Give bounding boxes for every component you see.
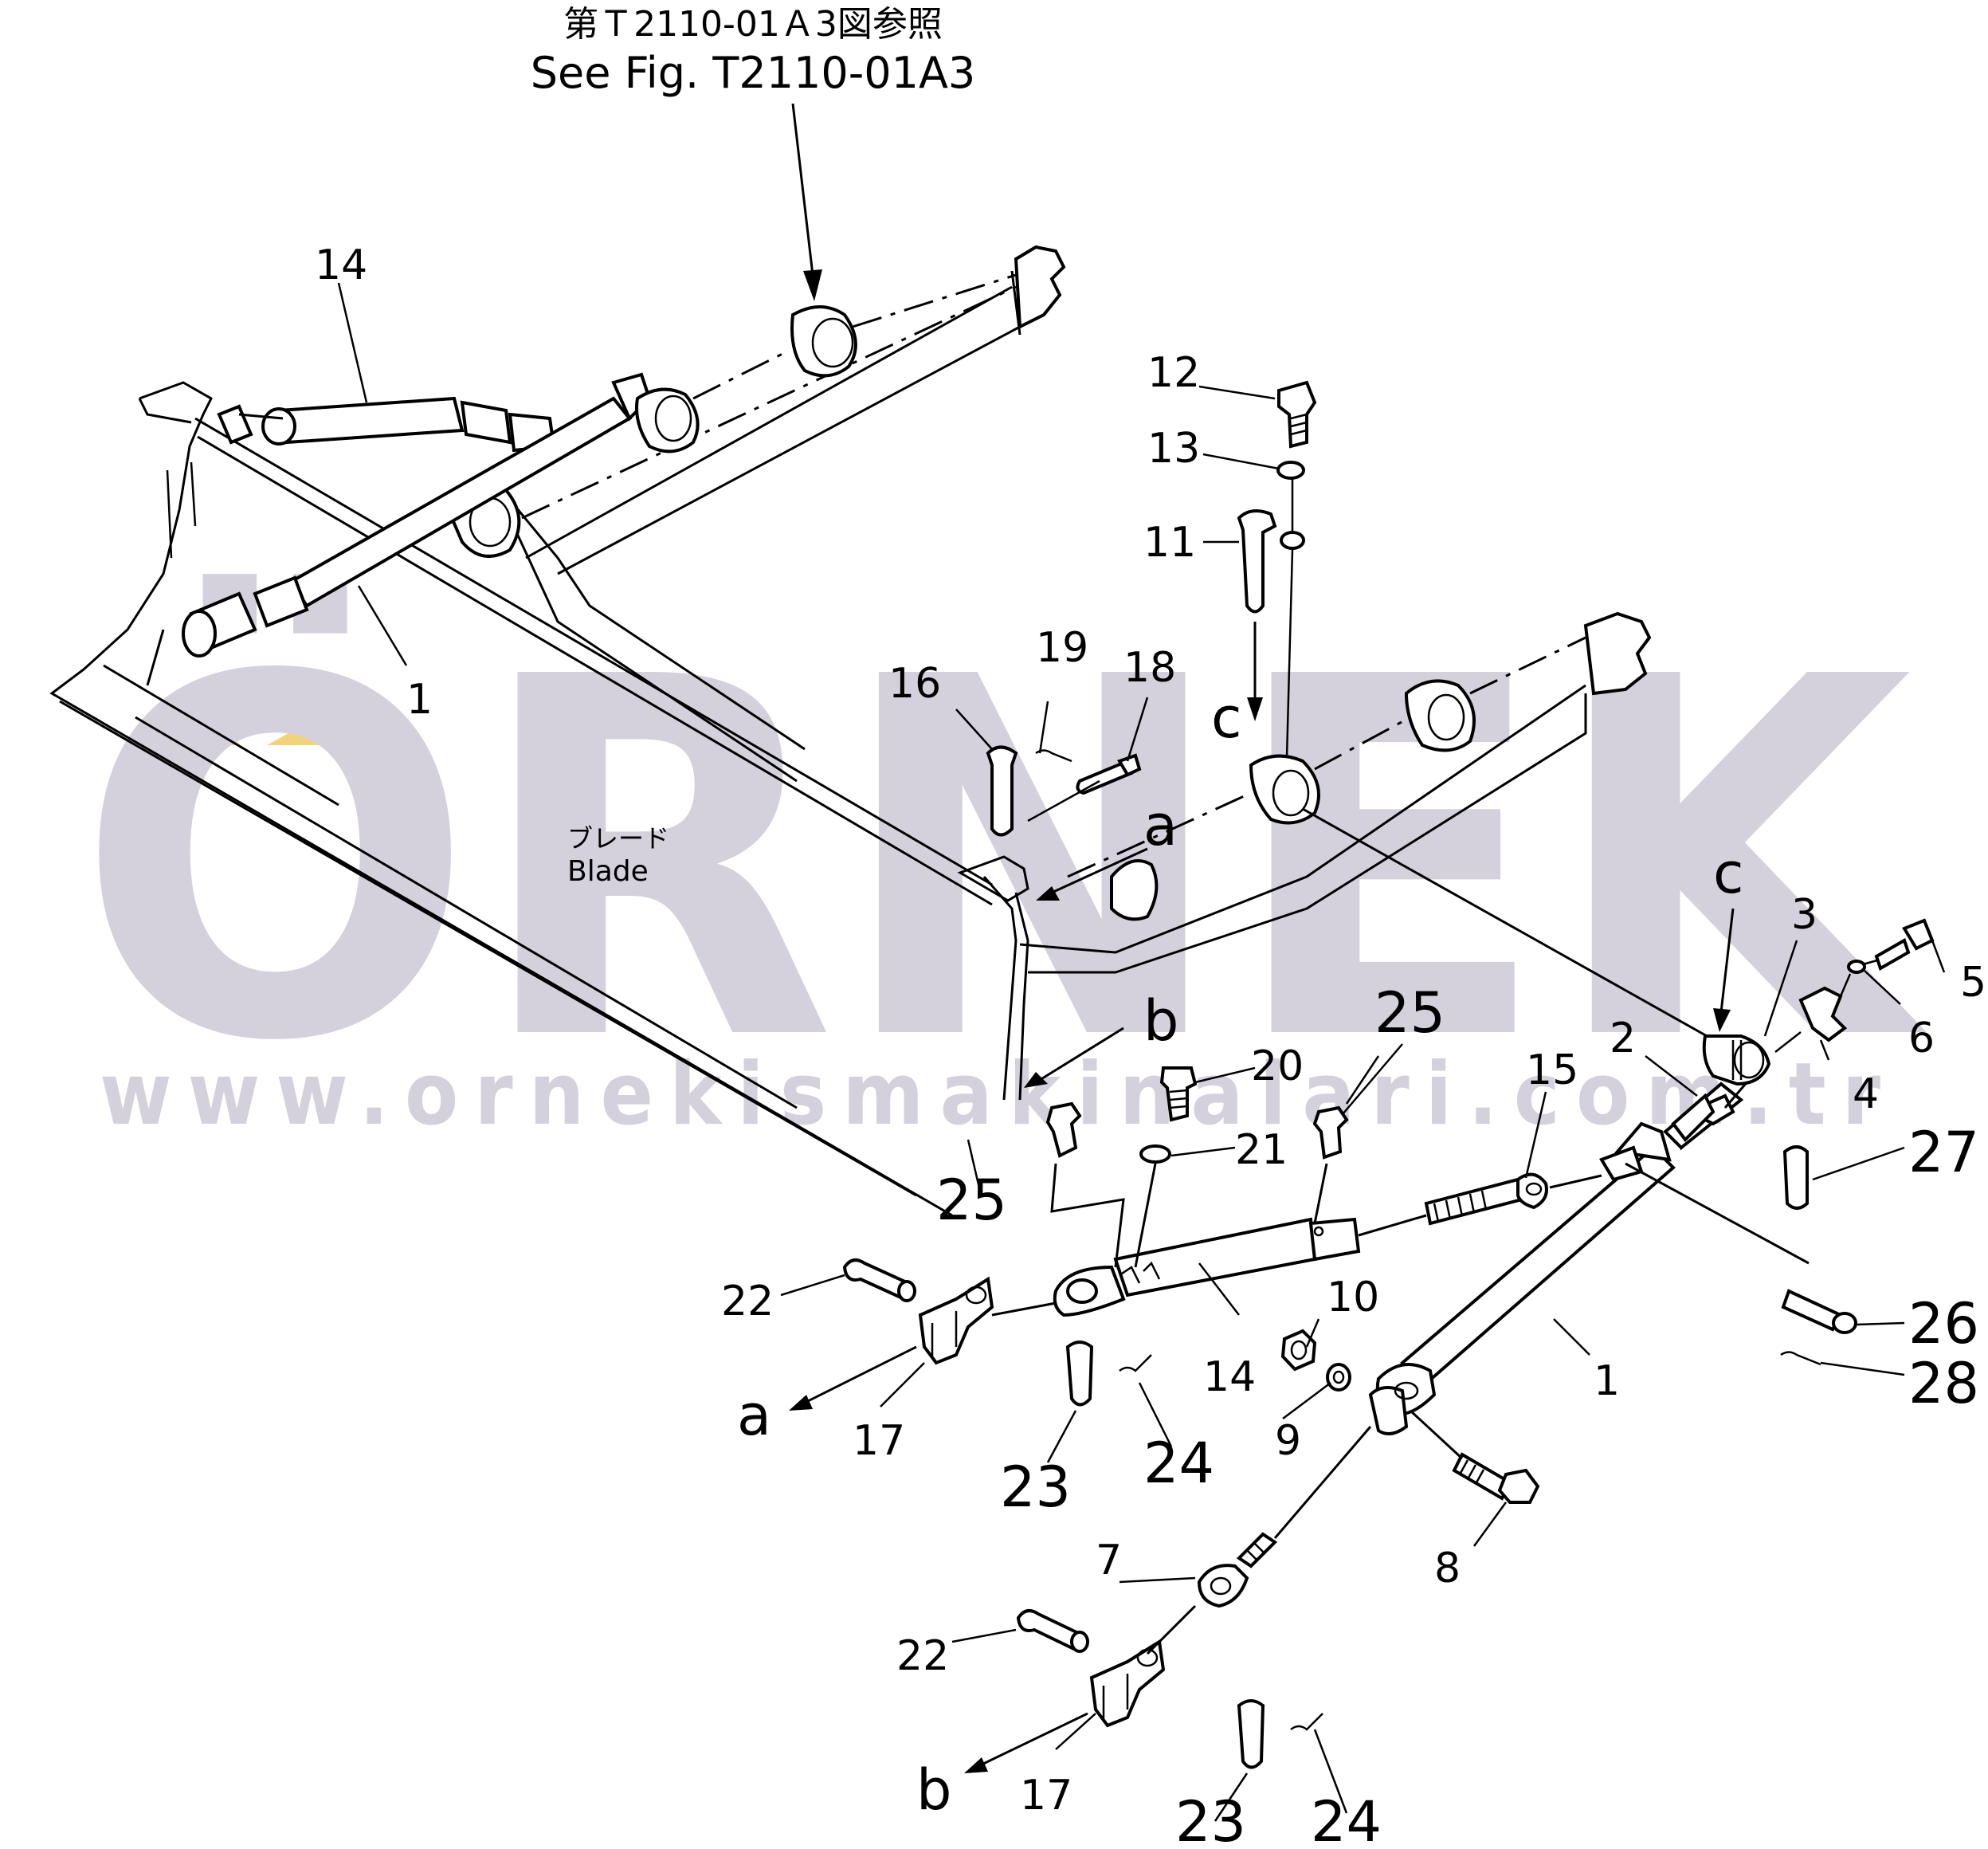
clevis-assembly-lower <box>1016 1604 1323 1769</box>
watermark-accent-right <box>267 705 339 745</box>
tilt-cylinder-upper <box>217 396 556 453</box>
tilt-cylinder-lower <box>1053 1217 1361 1317</box>
pin-23-lower <box>1237 1699 1265 1769</box>
bolt-5 <box>1874 938 1911 971</box>
callout-20: 20 <box>1251 1042 1304 1090</box>
lift-cylinder-upper-socket <box>635 387 700 453</box>
cotter-19 <box>1035 749 1072 763</box>
callout-5: 5 <box>1960 959 1986 1007</box>
washer-21 <box>1139 1144 1171 1164</box>
connection-a-top: a <box>1143 793 1178 858</box>
callout-10: 10 <box>1327 1274 1379 1321</box>
callout-27: 27 <box>1908 1120 1979 1185</box>
watermark-url: www.ornekismakinalari.com.tr <box>100 1045 1896 1144</box>
reference-english: See Fig. T2110-01A3 <box>531 48 976 98</box>
bolt-15 <box>1358 1172 1602 1237</box>
callout-4: 4 <box>1853 1070 1879 1118</box>
blade-label-japanese: ブレード <box>567 823 669 854</box>
bolt-8 <box>1409 1409 1540 1504</box>
callout-1-upper: 1 <box>406 676 433 724</box>
callout-23-upper: 23 <box>1000 1454 1071 1520</box>
callout-2: 2 <box>1610 1015 1636 1062</box>
cotter-24-upper <box>1119 1354 1152 1372</box>
callout-17-upper: 17 <box>853 1417 905 1465</box>
callout-6: 6 <box>1908 1015 1935 1062</box>
nut-10 <box>1280 1329 1317 1372</box>
frame-socket-top <box>790 305 857 378</box>
callout-25-left: 25 <box>936 1168 1007 1233</box>
frame-socket-right-a <box>1404 679 1476 752</box>
parts-20-21-25 <box>1045 1066 1349 1268</box>
callout-28: 28 <box>1908 1351 1979 1416</box>
bolt-12 <box>1277 380 1317 449</box>
callout-18: 18 <box>1123 644 1176 692</box>
frame-trunnion-right <box>1110 859 1159 921</box>
frame-bracket-left <box>1014 245 1066 330</box>
callout-11: 11 <box>1143 519 1196 567</box>
connection-a-bottom: a <box>737 1383 771 1448</box>
cotter-28 <box>1780 1351 1821 1366</box>
clamp-4 <box>1798 986 1848 1042</box>
pin-assembly <box>1237 380 1317 758</box>
connection-b-bottom: b <box>916 1757 951 1823</box>
washer-13 <box>1276 461 1305 480</box>
pin-11 <box>1237 509 1277 614</box>
connection-arrows-lower <box>789 908 1735 1773</box>
pin-27 <box>1782 1145 1809 1210</box>
callout-24-lower: 24 <box>1311 1789 1382 1846</box>
callout-14-upper: 14 <box>315 241 367 289</box>
pin-16 <box>986 745 1018 837</box>
lift-cylinder-upper <box>182 372 700 658</box>
callout-17-lower: 17 <box>1020 1772 1072 1820</box>
rod-end-7 <box>1197 1426 1372 1608</box>
callout-26: 26 <box>1908 1291 1979 1356</box>
callout-19: 19 <box>1036 624 1088 672</box>
washer-9 <box>1326 1363 1351 1392</box>
blade-assembly: ブレード Blade <box>49 245 1722 1217</box>
pins-26-27-28 <box>1780 1145 1857 1366</box>
frame-socket-right-b <box>1249 754 1320 825</box>
callout-25-right: 25 <box>1374 980 1445 1046</box>
leader-lines <box>337 282 1946 1822</box>
callout-7: 7 <box>1096 1537 1122 1584</box>
lift-cylinder-lower <box>1368 1079 1810 1435</box>
callout-13: 13 <box>1147 425 1200 473</box>
blade-label-english: Blade <box>567 855 649 888</box>
grease-fitting-25-right <box>1312 1105 1349 1160</box>
parts-9-10 <box>1280 1329 1351 1392</box>
callout-15: 15 <box>1526 1046 1578 1094</box>
grease-fitting-25-left <box>1045 1101 1082 1158</box>
callout-1-lower: 1 <box>1594 1357 1620 1405</box>
callout-14-lower: 14 <box>1203 1353 1256 1401</box>
clevis-assembly-upper <box>842 1258 1152 1407</box>
callout-9: 9 <box>1275 1417 1301 1465</box>
connection-arrows-upper <box>1024 847 1148 1088</box>
pin-26 <box>1781 1289 1843 1332</box>
reference-japanese: 第Ｔ2110-01Ａ3図参照 <box>563 4 943 45</box>
blade-outline <box>49 381 953 1217</box>
callout-21: 21 <box>1235 1126 1288 1174</box>
callout-12: 12 <box>1147 349 1200 397</box>
pin-group-16-18-19 <box>957 745 1142 902</box>
callout-22-upper: 22 <box>721 1278 774 1325</box>
callout-24-upper: 24 <box>1143 1431 1214 1496</box>
parts-3-4-5-6 <box>1702 918 1935 1086</box>
callout-3: 3 <box>1791 891 1817 939</box>
callout-16: 16 <box>888 660 941 708</box>
connection-b-top: b <box>1143 988 1178 1054</box>
callout-22-lower: 22 <box>896 1632 949 1680</box>
reference-arrow <box>791 103 822 301</box>
callout-23-lower: 23 <box>1175 1789 1246 1846</box>
connection-c-left: c <box>1211 685 1242 751</box>
cotter-24-lower <box>1290 1713 1323 1731</box>
callout-labels: 14 1 12 13 11 16 19 18 c a b c 3 5 6 4 2… <box>315 241 1986 1849</box>
pin-23-upper <box>1065 1341 1094 1407</box>
washer-6 <box>1847 960 1866 974</box>
frame-bracket-right <box>1583 611 1652 696</box>
connection-c-right: c <box>1713 841 1744 906</box>
callout-8: 8 <box>1434 1545 1461 1592</box>
